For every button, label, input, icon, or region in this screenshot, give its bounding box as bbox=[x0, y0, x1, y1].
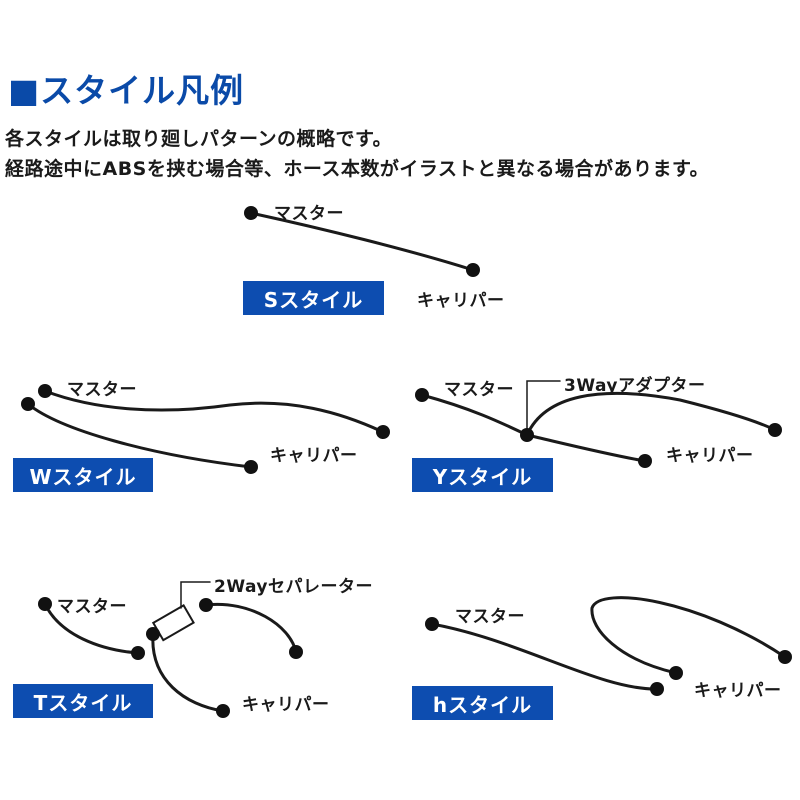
t-style-master-point bbox=[38, 597, 52, 611]
y-style-master-label: マスター bbox=[444, 380, 514, 400]
w-style-caliper-label: キャリパー bbox=[270, 446, 358, 466]
h-style-hose-master bbox=[430, 622, 659, 691]
t-style-badge: Tスタイル bbox=[13, 684, 153, 718]
s-style-badge: Sスタイル bbox=[243, 281, 384, 315]
t-style-caliper-label: キャリパー bbox=[242, 695, 330, 715]
s-style-master-point bbox=[244, 206, 258, 220]
y-style-adapter-point bbox=[520, 428, 534, 442]
page-title: ■スタイル凡例 bbox=[8, 71, 245, 110]
t-style-separator-point-3 bbox=[199, 598, 213, 612]
y-style-hose-caliper-1 bbox=[525, 433, 647, 463]
h-style-master-point bbox=[425, 617, 439, 631]
w-style-hose-1 bbox=[43, 389, 385, 434]
t-style-caliper-point-1 bbox=[216, 704, 230, 718]
y-style-caliper-point-2 bbox=[768, 423, 782, 437]
t-style-caliper-point-2 bbox=[289, 645, 303, 659]
t-style-separator-leader bbox=[180, 581, 211, 609]
h-style-caliper-label: キャリパー bbox=[694, 681, 782, 701]
s-style-caliper-point bbox=[466, 263, 480, 277]
h-style-hose-caliper bbox=[590, 596, 787, 675]
t-style-hose-caliper-1 bbox=[151, 632, 225, 713]
w-style-badge: Wスタイル bbox=[13, 458, 153, 492]
w-style-master-point-2 bbox=[21, 397, 35, 411]
y-style-caliper-point-1 bbox=[638, 454, 652, 468]
s-style-caliper-label: キャリパー bbox=[417, 291, 505, 311]
t-style-hose-master bbox=[43, 602, 140, 655]
w-style-master-point-1 bbox=[38, 384, 52, 398]
h-style-badge: hスタイル bbox=[412, 686, 553, 720]
y-style-master-point bbox=[415, 388, 429, 402]
y-style-badge: Yスタイル bbox=[412, 458, 553, 492]
t-style-separator-point-1 bbox=[131, 646, 145, 660]
y-style-hose-master bbox=[420, 393, 529, 437]
w-style-master-label: マスター bbox=[67, 380, 137, 400]
w-style-caliper-point-2 bbox=[244, 460, 258, 474]
h-style-caliper-point-3 bbox=[778, 650, 792, 664]
s-style-hose bbox=[249, 211, 475, 272]
description-line-2: 経路途中にABSを挟む場合等、ホース本数がイラストと異なる場合があります。 bbox=[5, 158, 710, 180]
s-style-master-label: マスター bbox=[274, 204, 344, 224]
w-style-hose-2 bbox=[26, 402, 253, 469]
h-style-master-label: マスター bbox=[455, 607, 525, 627]
h-style-caliper-point-2 bbox=[650, 682, 664, 696]
y-style-hose-caliper-2 bbox=[525, 391, 777, 437]
t-style-separator-label: 2Wayセパレーター bbox=[214, 577, 374, 597]
h-style-caliper-point-1 bbox=[669, 666, 683, 680]
t-style-master-label: マスター bbox=[57, 597, 127, 617]
w-style-caliper-point-1 bbox=[376, 425, 390, 439]
description-line-1: 各スタイルは取り廻しパターンの概略です。 bbox=[5, 128, 393, 150]
y-style-caliper-label: キャリパー bbox=[666, 446, 754, 466]
y-style-adapter-leader bbox=[526, 380, 561, 433]
t-style-separator-point-2 bbox=[146, 627, 160, 641]
y-style-adapter-label: 3Wayアダプター bbox=[564, 376, 706, 396]
t-style-hose-caliper-2 bbox=[204, 602, 298, 654]
